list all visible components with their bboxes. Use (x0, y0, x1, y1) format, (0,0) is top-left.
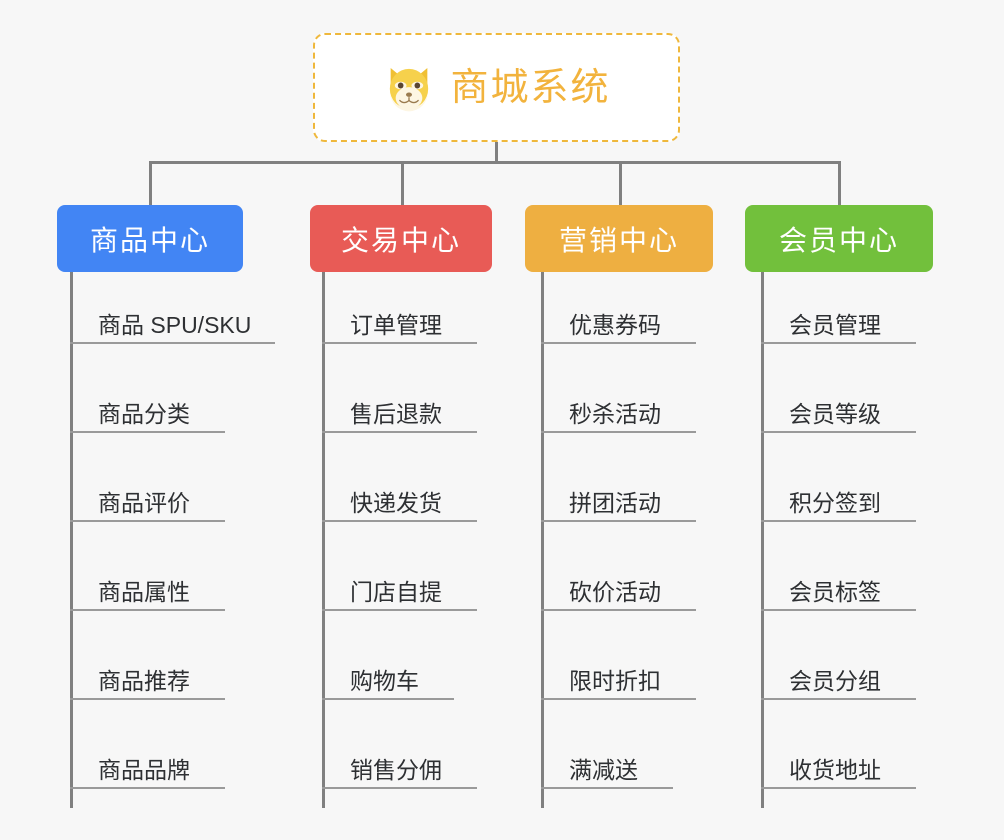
leaf-label: 商品评价 (98, 489, 190, 516)
leaf-label: 秒杀活动 (569, 400, 661, 427)
leaf-label: 限时折扣 (569, 667, 661, 694)
leaf-label: 商品 SPU/SKU (98, 311, 252, 338)
leaf-label: 销售分佣 (350, 756, 442, 783)
leaf-item[interactable]: 会员等级 (761, 361, 916, 433)
root-title: 商城系统 (450, 66, 611, 109)
leaf-label: 购物车 (350, 667, 419, 694)
leaf-label: 优惠券码 (569, 311, 661, 338)
leaf-label: 会员管理 (789, 311, 881, 338)
leaf-item[interactable]: 会员标签 (761, 539, 916, 611)
leaf-item[interactable]: 满减送 (541, 717, 673, 789)
leaf-label: 会员标签 (789, 578, 881, 605)
leaf-item[interactable]: 购物车 (322, 628, 454, 700)
leaf-item[interactable]: 秒杀活动 (541, 361, 696, 433)
leaf-item[interactable]: 优惠券码 (541, 272, 696, 344)
leaf-item[interactable]: 限时折扣 (541, 628, 696, 700)
leaf-item[interactable]: 会员管理 (761, 272, 916, 344)
leaf-label: 收货地址 (789, 756, 881, 783)
branch-header-1[interactable]: 交易中心 (310, 205, 492, 272)
leaf-label: 售后退款 (350, 400, 442, 427)
branch-header-label-1: 交易中心 (340, 224, 461, 256)
leaf-label: 商品推荐 (98, 667, 190, 694)
branch-bus-line (149, 161, 841, 164)
branch-drop-line-1 (401, 161, 404, 207)
branch-header-label-3: 会员中心 (778, 224, 899, 256)
branch-drop-line-3 (838, 161, 841, 207)
leaf-item[interactable]: 收货地址 (761, 717, 916, 789)
leaf-label: 积分签到 (789, 489, 881, 516)
leaf-label: 砍价活动 (569, 578, 661, 605)
leaf-label: 订单管理 (350, 311, 442, 338)
branch-header-label-2: 营销中心 (558, 224, 679, 256)
branch-column-stem-2 (541, 272, 544, 808)
leaf-item[interactable]: 商品属性 (70, 539, 225, 611)
branch-header-0[interactable]: 商品中心 (57, 205, 243, 272)
branch-column-stem-3 (761, 272, 764, 808)
leaf-label: 会员分组 (789, 667, 881, 694)
branch-column-stem-1 (322, 272, 325, 808)
branch-drop-line-2 (619, 161, 622, 207)
leaf-item[interactable]: 拼团活动 (541, 450, 696, 522)
shiba-dog-face-icon (390, 67, 429, 111)
leaf-label: 商品属性 (98, 578, 190, 605)
leaf-item[interactable]: 砍价活动 (541, 539, 696, 611)
branch-header-label-0: 商品中心 (89, 224, 210, 256)
branch-header-2[interactable]: 营销中心 (525, 205, 713, 272)
leaf-item[interactable]: 商品分类 (70, 361, 225, 433)
leaf-label: 会员等级 (789, 400, 881, 427)
leaf-item[interactable]: 销售分佣 (322, 717, 477, 789)
root-node[interactable]: 商城系统 (313, 33, 680, 142)
leaf-item[interactable]: 门店自提 (322, 539, 477, 611)
branch-column-stem-0 (70, 272, 73, 808)
branch-header-3[interactable]: 会员中心 (745, 205, 933, 272)
branch-drop-line-0 (149, 161, 152, 207)
leaf-label: 商品品牌 (98, 756, 190, 783)
root-stem-line (495, 142, 498, 164)
leaf-item[interactable]: 售后退款 (322, 361, 477, 433)
leaf-item[interactable]: 会员分组 (761, 628, 916, 700)
leaf-item[interactable]: 积分签到 (761, 450, 916, 522)
leaf-label: 商品分类 (98, 400, 190, 427)
leaf-label: 拼团活动 (569, 489, 661, 516)
leaf-label: 快递发货 (350, 489, 442, 516)
leaf-item[interactable]: 商品推荐 (70, 628, 225, 700)
leaf-item[interactable]: 订单管理 (322, 272, 477, 344)
leaf-label: 满减送 (569, 756, 638, 783)
leaf-label: 门店自提 (350, 578, 442, 605)
leaf-item[interactable]: 商品评价 (70, 450, 225, 522)
leaf-item[interactable]: 商品 SPU/SKU (70, 272, 275, 344)
leaf-item[interactable]: 商品品牌 (70, 717, 225, 789)
leaf-item[interactable]: 快递发货 (322, 450, 477, 522)
